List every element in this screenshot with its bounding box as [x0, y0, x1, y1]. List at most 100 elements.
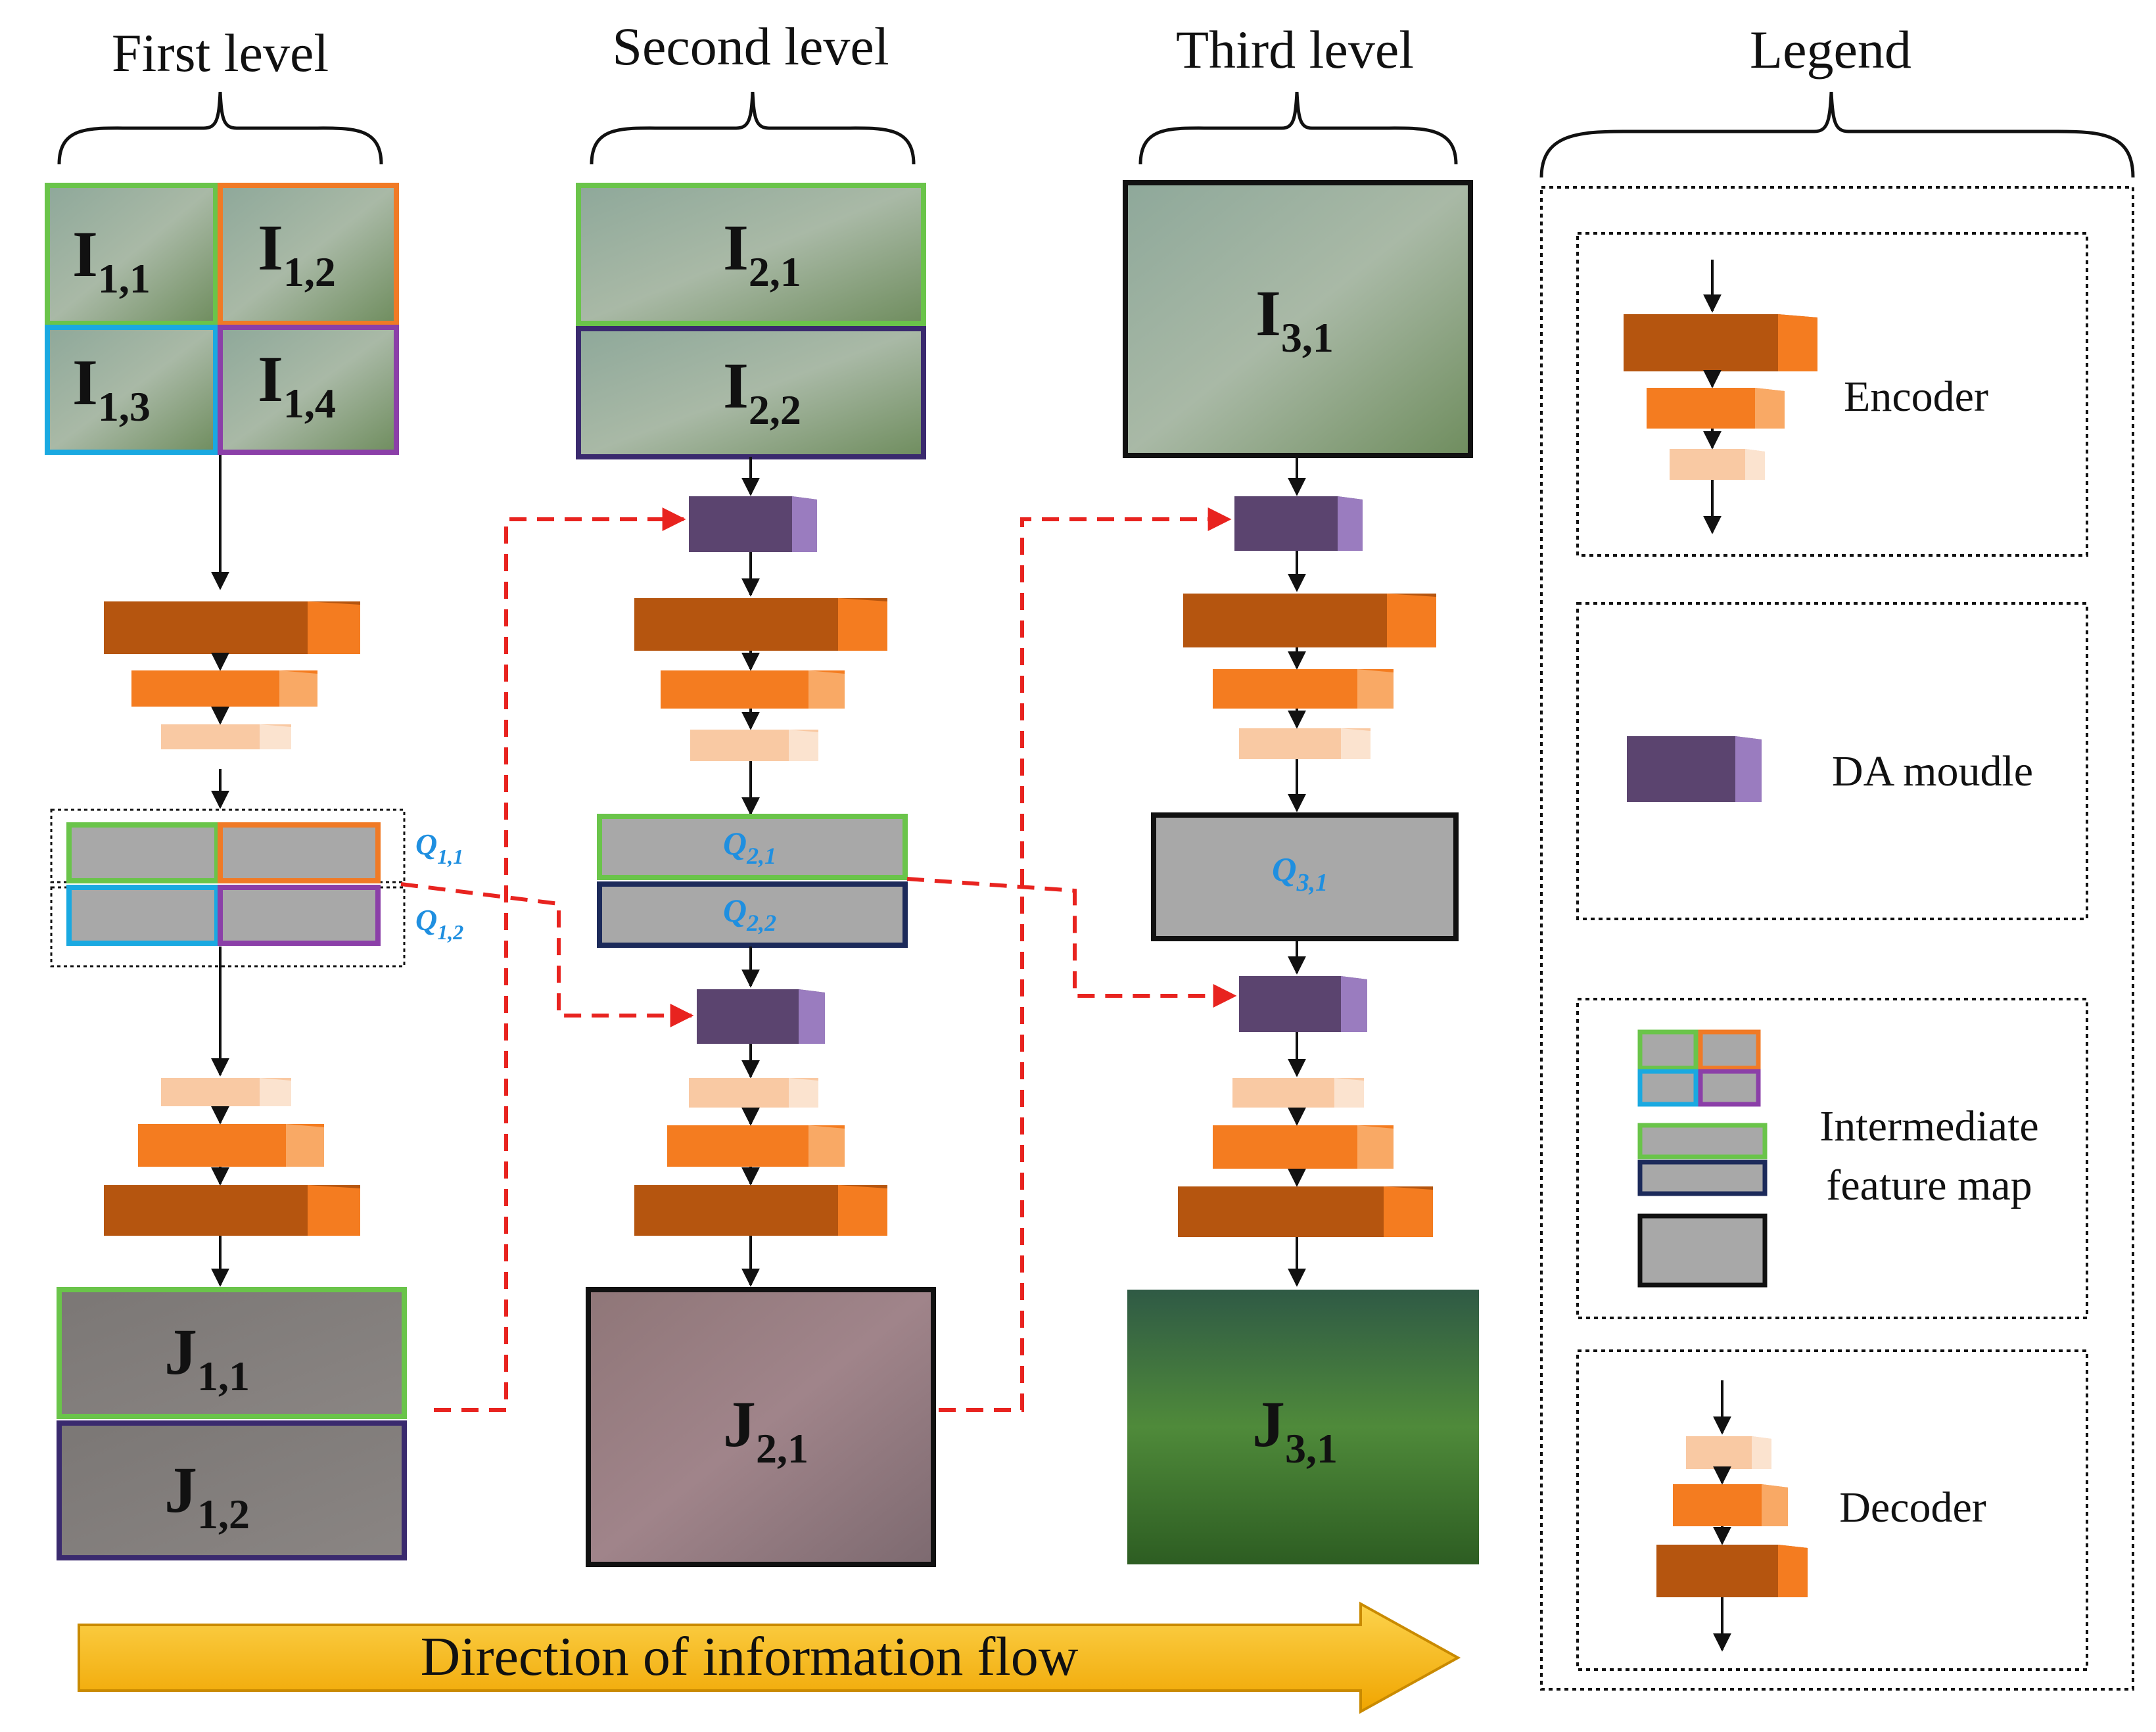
svg-text:I1,2: I1,2 [258, 211, 336, 295]
encoder-block [1183, 594, 1436, 759]
feature-q12-b [218, 885, 381, 946]
legend-outer-box [1540, 186, 2134, 1691]
legend-feature-tile [1637, 1069, 1699, 1107]
encoder-block [104, 601, 360, 749]
image-j31 [1127, 1290, 1479, 1564]
first-level-heading: First level [112, 23, 329, 83]
j12-label: J [164, 1453, 197, 1526]
legend-feature-tile [1637, 1213, 1768, 1288]
legend-decoder-layer [1673, 1484, 1788, 1526]
legend-da-module [1627, 736, 1762, 802]
i11-label: I [72, 218, 98, 291]
legend-encoder-box [1576, 232, 2088, 557]
q11-subscript: 1,1 [437, 845, 463, 868]
svg-text:J2,1: J2,1 [723, 1388, 808, 1472]
i22-label: I [723, 349, 749, 422]
second-level-column: I2,1 I2,2 Q2,1 Q2,2 [576, 183, 936, 1567]
feature-q31 [1151, 812, 1459, 941]
image-i13 [45, 325, 218, 455]
q31-subscript: 3,1 [1296, 869, 1328, 897]
legend-decoder-layer [1656, 1545, 1808, 1597]
i11-subscript: 1,1 [98, 255, 151, 302]
flow-direction-arrow: Direction of information flow [78, 1601, 1461, 1714]
third-level-column: I3,1 Q3,1 [1123, 180, 1479, 1564]
legend-brace [1539, 91, 2135, 178]
svg-text:Q2,1: Q2,1 [723, 825, 776, 869]
q31-label: Q [1272, 851, 1297, 889]
image-i14 [218, 325, 399, 455]
image-j21 [586, 1287, 936, 1567]
legend-decoder-layer [1686, 1436, 1771, 1469]
da-module [697, 989, 825, 1044]
first-level-brace [57, 91, 383, 165]
legend-feature-tile [1637, 1159, 1768, 1196]
svg-text:J1,2: J1,2 [164, 1453, 250, 1537]
legend-da-label: DA moudle [1832, 747, 2033, 795]
i31-subscript: 3,1 [1281, 314, 1334, 361]
svg-text:J1,1: J1,1 [164, 1315, 250, 1399]
i13-subscript: 1,3 [98, 383, 151, 430]
legend-feature-tile [1698, 1069, 1761, 1107]
decoder-block [634, 1078, 887, 1236]
i12-subscript: 1,2 [283, 248, 336, 295]
image-i21 [576, 183, 926, 326]
image-i12 [218, 183, 399, 326]
legend-feature-box [1576, 998, 2088, 1319]
feature-q22 [597, 881, 908, 948]
image-i22 [576, 326, 926, 459]
legend-panel: Encoder DA moudle Intermediate feature m… [1540, 186, 2134, 1691]
legend-decoder-box [1576, 1349, 2088, 1671]
svg-text:Q1,1: Q1,1 [415, 828, 463, 868]
q22-subscript: 2,2 [746, 910, 776, 936]
svg-text:Q1,2: Q1,2 [415, 903, 463, 944]
svg-text:I2,2: I2,2 [723, 349, 801, 433]
j11-subscript: 1,1 [197, 1353, 250, 1399]
legend-encoder-layer [1670, 449, 1765, 480]
encoder-block [634, 598, 887, 761]
q12-label: Q [415, 903, 437, 937]
legend-feature-tile [1637, 1123, 1768, 1159]
q21-label: Q [723, 825, 747, 862]
first-level-column: I1,1 I1,2 I1,3 I1,4 Q1,1 Q1,2 [45, 183, 463, 1560]
legend-encoder-layer [1624, 314, 1817, 371]
i21-subscript: 2,1 [749, 248, 801, 295]
q12-subscript: 1,2 [437, 920, 463, 944]
legend-heading: Legend [1750, 20, 1911, 80]
feature-q12-a [66, 885, 220, 946]
decoder-block [1178, 1078, 1433, 1237]
da-module [1239, 976, 1367, 1032]
i22-subscript: 2,2 [749, 386, 801, 433]
da-module [689, 496, 817, 552]
da-module [1234, 496, 1363, 551]
third-level-heading: Third level [1176, 20, 1414, 80]
legend-encoder-label: Encoder [1844, 373, 1988, 421]
cross-level-connections [400, 507, 1237, 1412]
svg-text:Q2,2: Q2,2 [723, 892, 776, 936]
legend-feature-tile [1698, 1029, 1761, 1071]
i14-subscript: 1,4 [283, 380, 336, 427]
legend-feature-label-1: Intermediate [1819, 1102, 2038, 1150]
j12-subscript: 1,2 [197, 1491, 250, 1537]
i14-label: I [258, 342, 283, 415]
svg-text:J3,1: J3,1 [1252, 1388, 1338, 1472]
q1-to-da22-arrow [400, 882, 694, 1027]
legend-feature-tile [1637, 1029, 1699, 1071]
image-i11 [45, 183, 218, 326]
i12-label: I [258, 211, 283, 284]
svg-text:I2,1: I2,1 [723, 211, 801, 295]
svg-text:I1,4: I1,4 [258, 342, 336, 427]
q11-label: Q [415, 828, 437, 861]
svg-text:Q3,1: Q3,1 [1272, 851, 1328, 897]
j21-subscript: 2,1 [756, 1425, 808, 1472]
third-level-brace [1138, 91, 1458, 165]
j11-label: J [164, 1315, 197, 1388]
q22-label: Q [723, 892, 747, 929]
j21-label: J [723, 1388, 756, 1461]
legend-da-box [1576, 602, 2088, 920]
svg-text:I3,1: I3,1 [1255, 277, 1334, 361]
decoder-block [104, 1078, 360, 1236]
feature-q21 [597, 814, 908, 880]
i13-label: I [72, 346, 98, 419]
second-level-brace [590, 91, 916, 165]
j31-label: J [1252, 1388, 1285, 1461]
